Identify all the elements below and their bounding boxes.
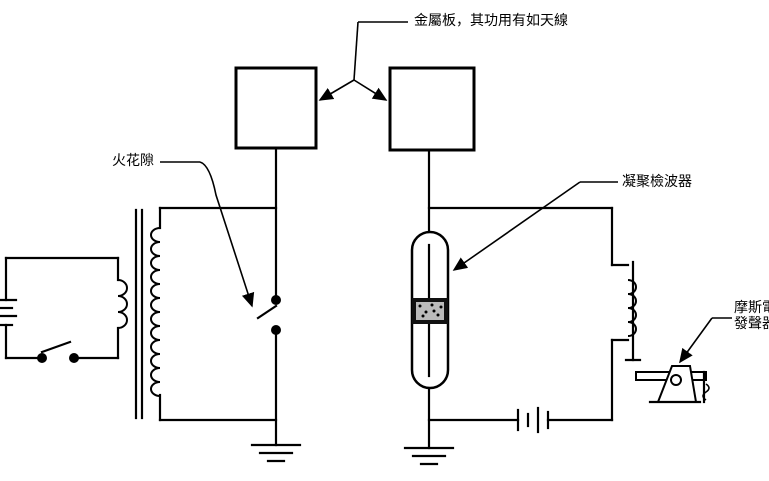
metal-plate-pointer — [318, 21, 408, 101]
morse-sounder-label-line2: 發聲器 — [734, 316, 769, 332]
transmitter-wiring — [158, 146, 278, 447]
transmitter-ground — [250, 443, 302, 463]
coherer-label: 凝聚檢波器 — [622, 174, 692, 190]
morse-sounder-label-line1: 摩斯電 — [734, 300, 769, 316]
transmitter-battery — [0, 298, 18, 327]
spark-gap — [256, 295, 281, 335]
transformer-core — [134, 208, 144, 420]
telegraph-key-switch — [37, 340, 79, 363]
primary-coil — [117, 279, 128, 329]
morse-sounder — [635, 365, 710, 404]
receiver-wiring — [427, 148, 614, 450]
receiver-metal-plate — [388, 66, 476, 152]
spark-gap-pointer — [160, 161, 255, 308]
metal-plate-label: 金屬板，其功用有如天線 — [414, 13, 568, 29]
coherer-pointer — [452, 181, 618, 271]
primary-circuit — [4, 256, 120, 360]
transmitter-metal-plate — [234, 66, 318, 150]
receiver-battery — [516, 406, 550, 434]
sounder-coil — [610, 260, 642, 362]
receiver-ground — [403, 446, 455, 466]
coherer-tube — [410, 230, 450, 390]
secondary-coil — [150, 227, 161, 397]
spark-gap-label: 火花隙 — [112, 153, 154, 169]
morse-pointer — [679, 317, 732, 364]
